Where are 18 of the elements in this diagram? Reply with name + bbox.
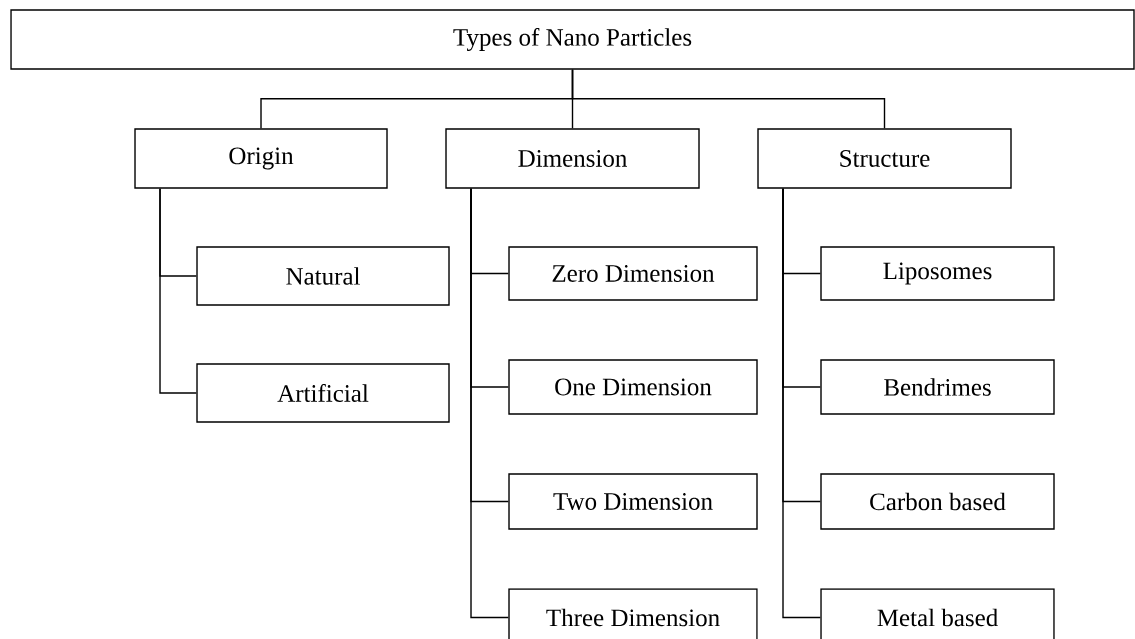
category-box: Structure	[757, 128, 1012, 189]
item-box: Metal based	[820, 588, 1055, 639]
item-box: Liposomes	[820, 246, 1055, 301]
connector-line	[470, 188, 509, 619]
item-box: One Dimension	[508, 359, 758, 415]
category-box: Dimension	[445, 128, 700, 189]
title-box: Types of Nano Particles	[10, 9, 1135, 70]
connector-line	[159, 188, 197, 394]
item-box: Artificial	[196, 363, 450, 423]
item-box: Natural	[196, 246, 450, 306]
connector-line	[571, 69, 886, 129]
item-box: Zero Dimension	[508, 246, 758, 301]
connector-line	[782, 188, 821, 619]
item-box: Bendrimes	[820, 359, 1055, 415]
item-box: Three Dimension	[508, 588, 758, 639]
category-box: Origin	[134, 128, 388, 189]
item-box: Two Dimension	[508, 473, 758, 530]
item-box: Carbon based	[820, 473, 1055, 530]
